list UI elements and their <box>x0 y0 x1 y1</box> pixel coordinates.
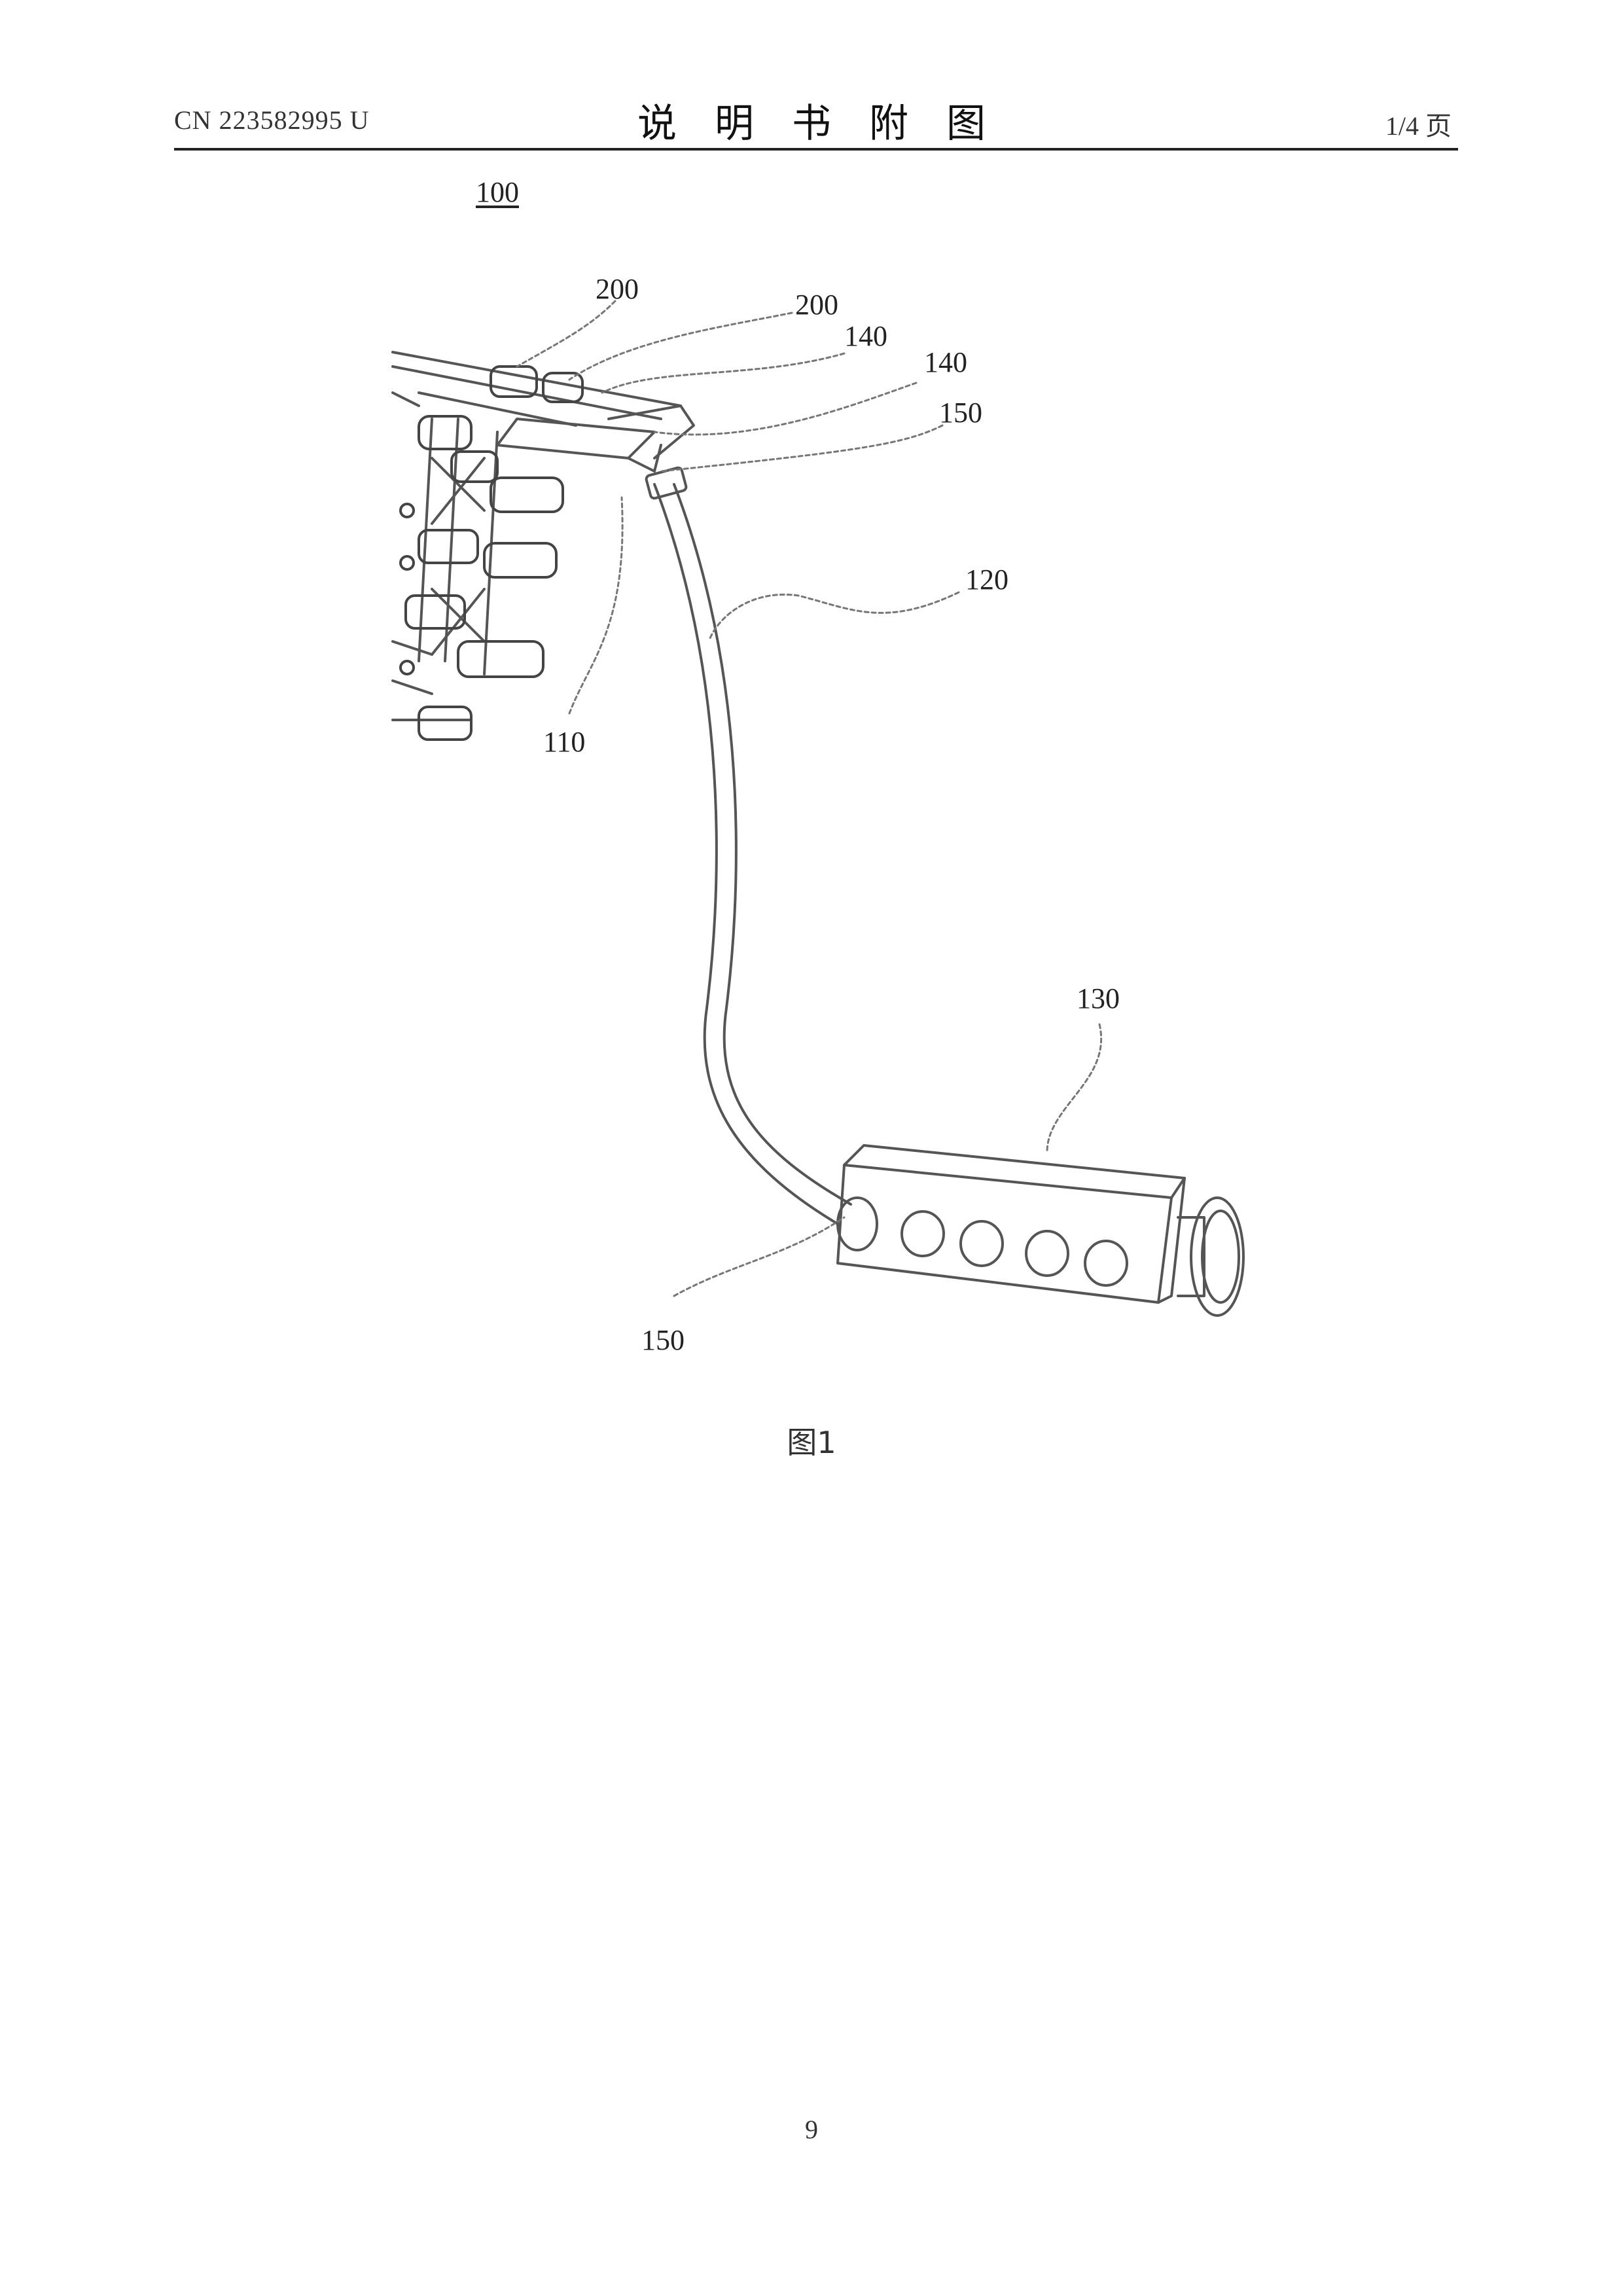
label-150-b: 150 <box>641 1324 685 1356</box>
label-130: 130 <box>1077 982 1120 1014</box>
label-200-a: 200 <box>596 273 639 305</box>
label-140-a: 140 <box>844 320 887 352</box>
figure-caption: 图1 <box>0 1419 1623 1462</box>
label-200-b: 200 <box>795 289 838 321</box>
distributor-block-130 <box>838 1145 1243 1316</box>
label-150-a: 150 <box>939 397 982 429</box>
label-140-b: 140 <box>924 346 967 378</box>
page-number: 9 <box>0 2114 1623 2145</box>
label-120: 120 <box>965 564 1008 596</box>
frame-structure <box>393 352 681 720</box>
hose-120 <box>645 467 851 1224</box>
leader-lines <box>517 301 1101 1296</box>
label-110: 110 <box>543 726 585 758</box>
